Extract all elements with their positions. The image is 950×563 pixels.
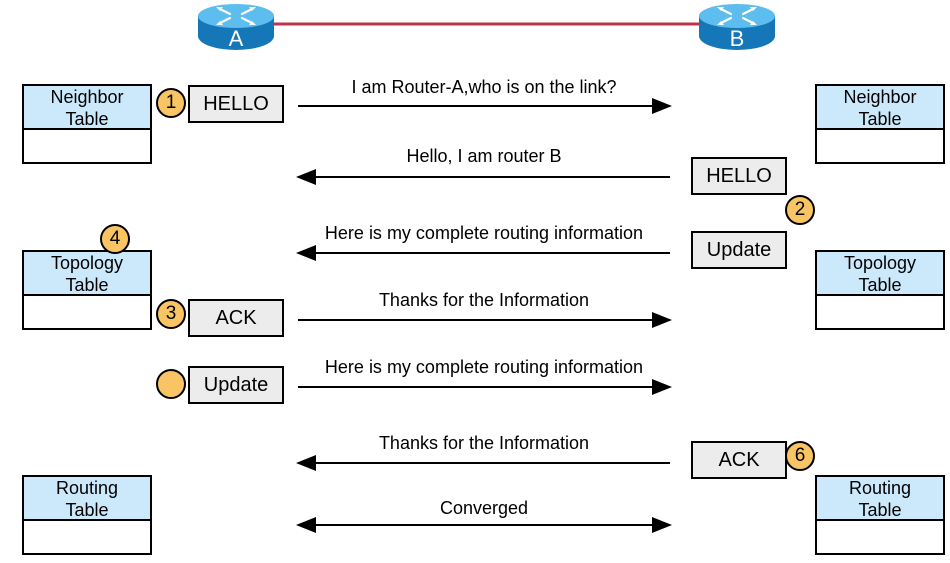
router-a-routing-table: Routing Table xyxy=(22,475,152,555)
router-b-routing-table: Routing Table xyxy=(815,475,945,555)
table-title: Routing Table xyxy=(24,477,150,521)
step-badge-1: 1 xyxy=(156,88,186,118)
table-title: Topology Table xyxy=(24,252,150,296)
step-badge-5 xyxy=(156,369,186,399)
hello-packet-b: HELLO xyxy=(691,157,787,195)
table-title: Neighbor Table xyxy=(24,86,150,130)
router-a-neighbor-table: Neighbor Table xyxy=(22,84,152,164)
update-packet-a: Update xyxy=(188,366,284,404)
router-b-topology-table: Topology Table xyxy=(815,250,945,330)
step-badge-3: 3 xyxy=(156,299,186,329)
arrow-label-update-a: Here is my complete routing information xyxy=(324,357,644,377)
table-title: Routing Table xyxy=(817,477,943,521)
step-badge-6: 6 xyxy=(785,441,815,471)
table-title: Neighbor Table xyxy=(817,86,943,130)
arrow-label-converged: Converged xyxy=(439,498,529,518)
arrow-label-update-b: Here is my complete routing information xyxy=(324,223,644,243)
arrow-label-ack-a: Thanks for the Information xyxy=(378,290,590,310)
router-a: A xyxy=(196,2,276,52)
router-a-topology-table: Topology Table xyxy=(22,250,152,330)
router-icon xyxy=(198,4,274,50)
step-badge-4: 4 xyxy=(100,224,130,254)
arrow-label-hello-reply: Hello, I am router B xyxy=(406,146,562,166)
router-b-label: B xyxy=(729,26,745,51)
update-packet-b: Update xyxy=(691,231,787,269)
arrow-label-hello-query: I am Router-A,who is on the link? xyxy=(351,77,617,97)
router-b: B xyxy=(697,2,777,52)
ack-packet-b: ACK xyxy=(691,441,787,479)
step-badge-2: 2 xyxy=(785,195,815,225)
arrow-label-ack-b: Thanks for the Information xyxy=(378,433,590,453)
router-b-neighbor-table: Neighbor Table xyxy=(815,84,945,164)
hello-packet-a: HELLO xyxy=(188,85,284,123)
ack-packet-a: ACK xyxy=(188,299,284,337)
table-title: Topology Table xyxy=(817,252,943,296)
router-icon xyxy=(699,4,775,50)
router-a-label: A xyxy=(228,26,244,51)
